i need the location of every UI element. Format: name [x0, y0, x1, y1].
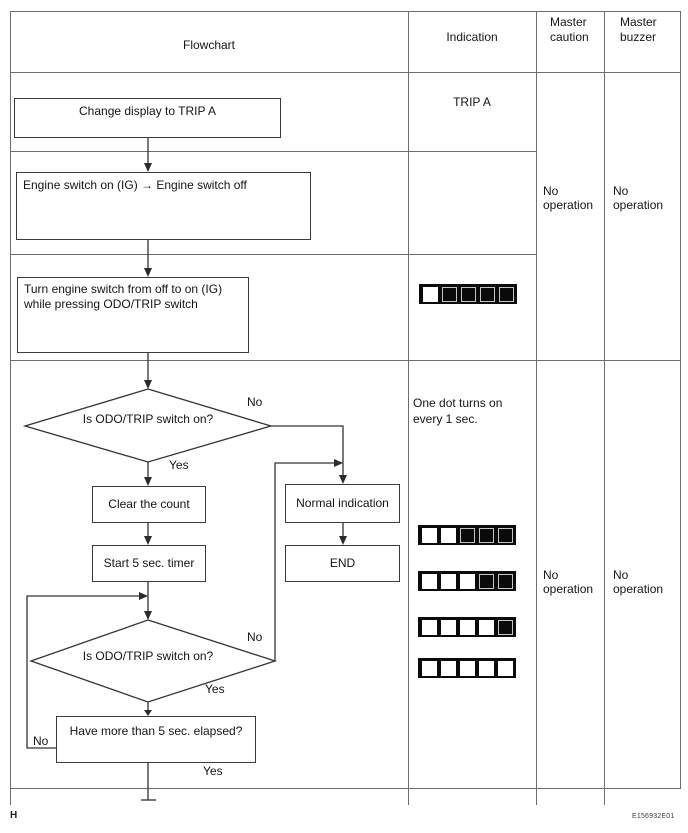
branch-no-3: No: [33, 734, 49, 748]
master-buzzer-row2: No operation: [613, 568, 664, 596]
arrowhead-right-loop1: [334, 459, 343, 467]
dot-indicator-1: [419, 284, 517, 304]
indication-note: One dot turns on every 1 sec.: [413, 396, 503, 426]
dot-on: [441, 619, 456, 635]
dot-on: [460, 660, 475, 676]
dot-off: [499, 286, 514, 302]
dot-on: [460, 619, 475, 635]
dot-indicator-4: [418, 617, 516, 637]
table-border-top: [10, 11, 681, 12]
connector-decision1-no: [271, 425, 344, 480]
arrowhead-down-4: [144, 477, 152, 486]
step-turn-engine-on-pressing: Turn engine switch from off to on (IG) w…: [17, 277, 249, 353]
arrowhead-right-loop2: [139, 592, 148, 600]
arrowhead-down-9: [144, 710, 152, 716]
step-start-timer: Start 5 sec. timer: [92, 545, 206, 582]
decision-five-sec-elapsed: Have more than 5 sec. elapsed?: [56, 716, 256, 763]
master-caution-row2: No operation: [543, 568, 594, 596]
dot-on: [423, 286, 438, 302]
branch-yes-2: Yes: [205, 682, 225, 696]
dot-off: [461, 286, 476, 302]
branch-yes-1: Yes: [169, 458, 189, 472]
arrowhead-down-8: [339, 536, 347, 545]
master-buzzer-row1: No operation: [613, 184, 664, 212]
column-header-master-buzzer: Master buzzer: [620, 15, 657, 44]
decision-diamond-1: [22, 388, 274, 463]
master-caution-row1: No operation: [543, 184, 594, 212]
page-marker: H: [10, 810, 18, 821]
step-end: END: [285, 545, 400, 582]
row-divider-3: [10, 360, 681, 361]
dot-off: [498, 527, 513, 543]
header-row-divider: [10, 72, 681, 73]
dot-on: [479, 660, 494, 676]
row-divider-1: [10, 151, 537, 152]
dot-off: [498, 573, 513, 589]
connector-decision2-no-loop: [274, 462, 335, 661]
dot-on: [422, 527, 437, 543]
branch-no-2: No: [247, 630, 263, 644]
dot-off: [479, 573, 494, 589]
divider-flowchart-indication: [408, 11, 409, 805]
dot-on: [441, 573, 456, 589]
connector-elapsed-no-loop: [26, 595, 140, 749]
decision-odo-trip-1-label: Is ODO/TRIP switch on?: [82, 412, 214, 426]
arrowhead-down-5: [144, 536, 152, 545]
dot-off: [442, 286, 457, 302]
dot-off: [480, 286, 495, 302]
column-header-flowchart: Flowchart: [182, 38, 235, 52]
decision-odo-trip-2-label: Is ODO/TRIP switch on?: [82, 649, 214, 663]
dot-on: [479, 619, 494, 635]
column-header-master-caution: Master caution: [550, 15, 589, 44]
arrowhead-down-6: [144, 611, 152, 620]
table-border-right: [680, 11, 681, 788]
dot-on: [498, 660, 513, 676]
decision-diamond-2: [29, 619, 278, 703]
dot-on: [422, 660, 437, 676]
arrowhead-down-1: [144, 163, 152, 172]
table-border-left: [10, 11, 11, 805]
dot-indicator-5: [418, 658, 516, 678]
dot-on: [422, 573, 437, 589]
dot-off: [479, 527, 494, 543]
arrowhead-down-3: [144, 380, 152, 389]
dot-on: [441, 527, 456, 543]
branch-yes-3: Yes: [203, 764, 223, 778]
branch-no-1: No: [247, 395, 263, 409]
arrowhead-down-2: [144, 268, 152, 277]
dot-indicator-2: [418, 525, 516, 545]
dot-off: [460, 527, 475, 543]
step-clear-count: Clear the count: [92, 486, 206, 523]
divider-caution-buzzer: [604, 11, 605, 805]
figure-code: E156932E01: [632, 813, 675, 820]
arrowhead-down-7: [339, 475, 347, 484]
dot-on: [422, 619, 437, 635]
column-header-indication: Indication: [446, 30, 498, 44]
table-border-bottom: [10, 788, 681, 789]
row-divider-2: [10, 254, 537, 255]
divider-indication-caution: [536, 11, 537, 805]
dot-off: [498, 619, 513, 635]
step-engine-switch-cycle: Engine switch on (IG) → Engine switch of…: [16, 172, 311, 240]
dot-indicator-3: [418, 571, 516, 591]
step-normal-indication: Normal indication: [285, 484, 400, 523]
dot-on: [441, 660, 456, 676]
dot-on: [460, 573, 475, 589]
step-change-display: Change display to TRIP A: [14, 98, 281, 138]
indication-trip-a: TRIP A: [453, 95, 491, 109]
